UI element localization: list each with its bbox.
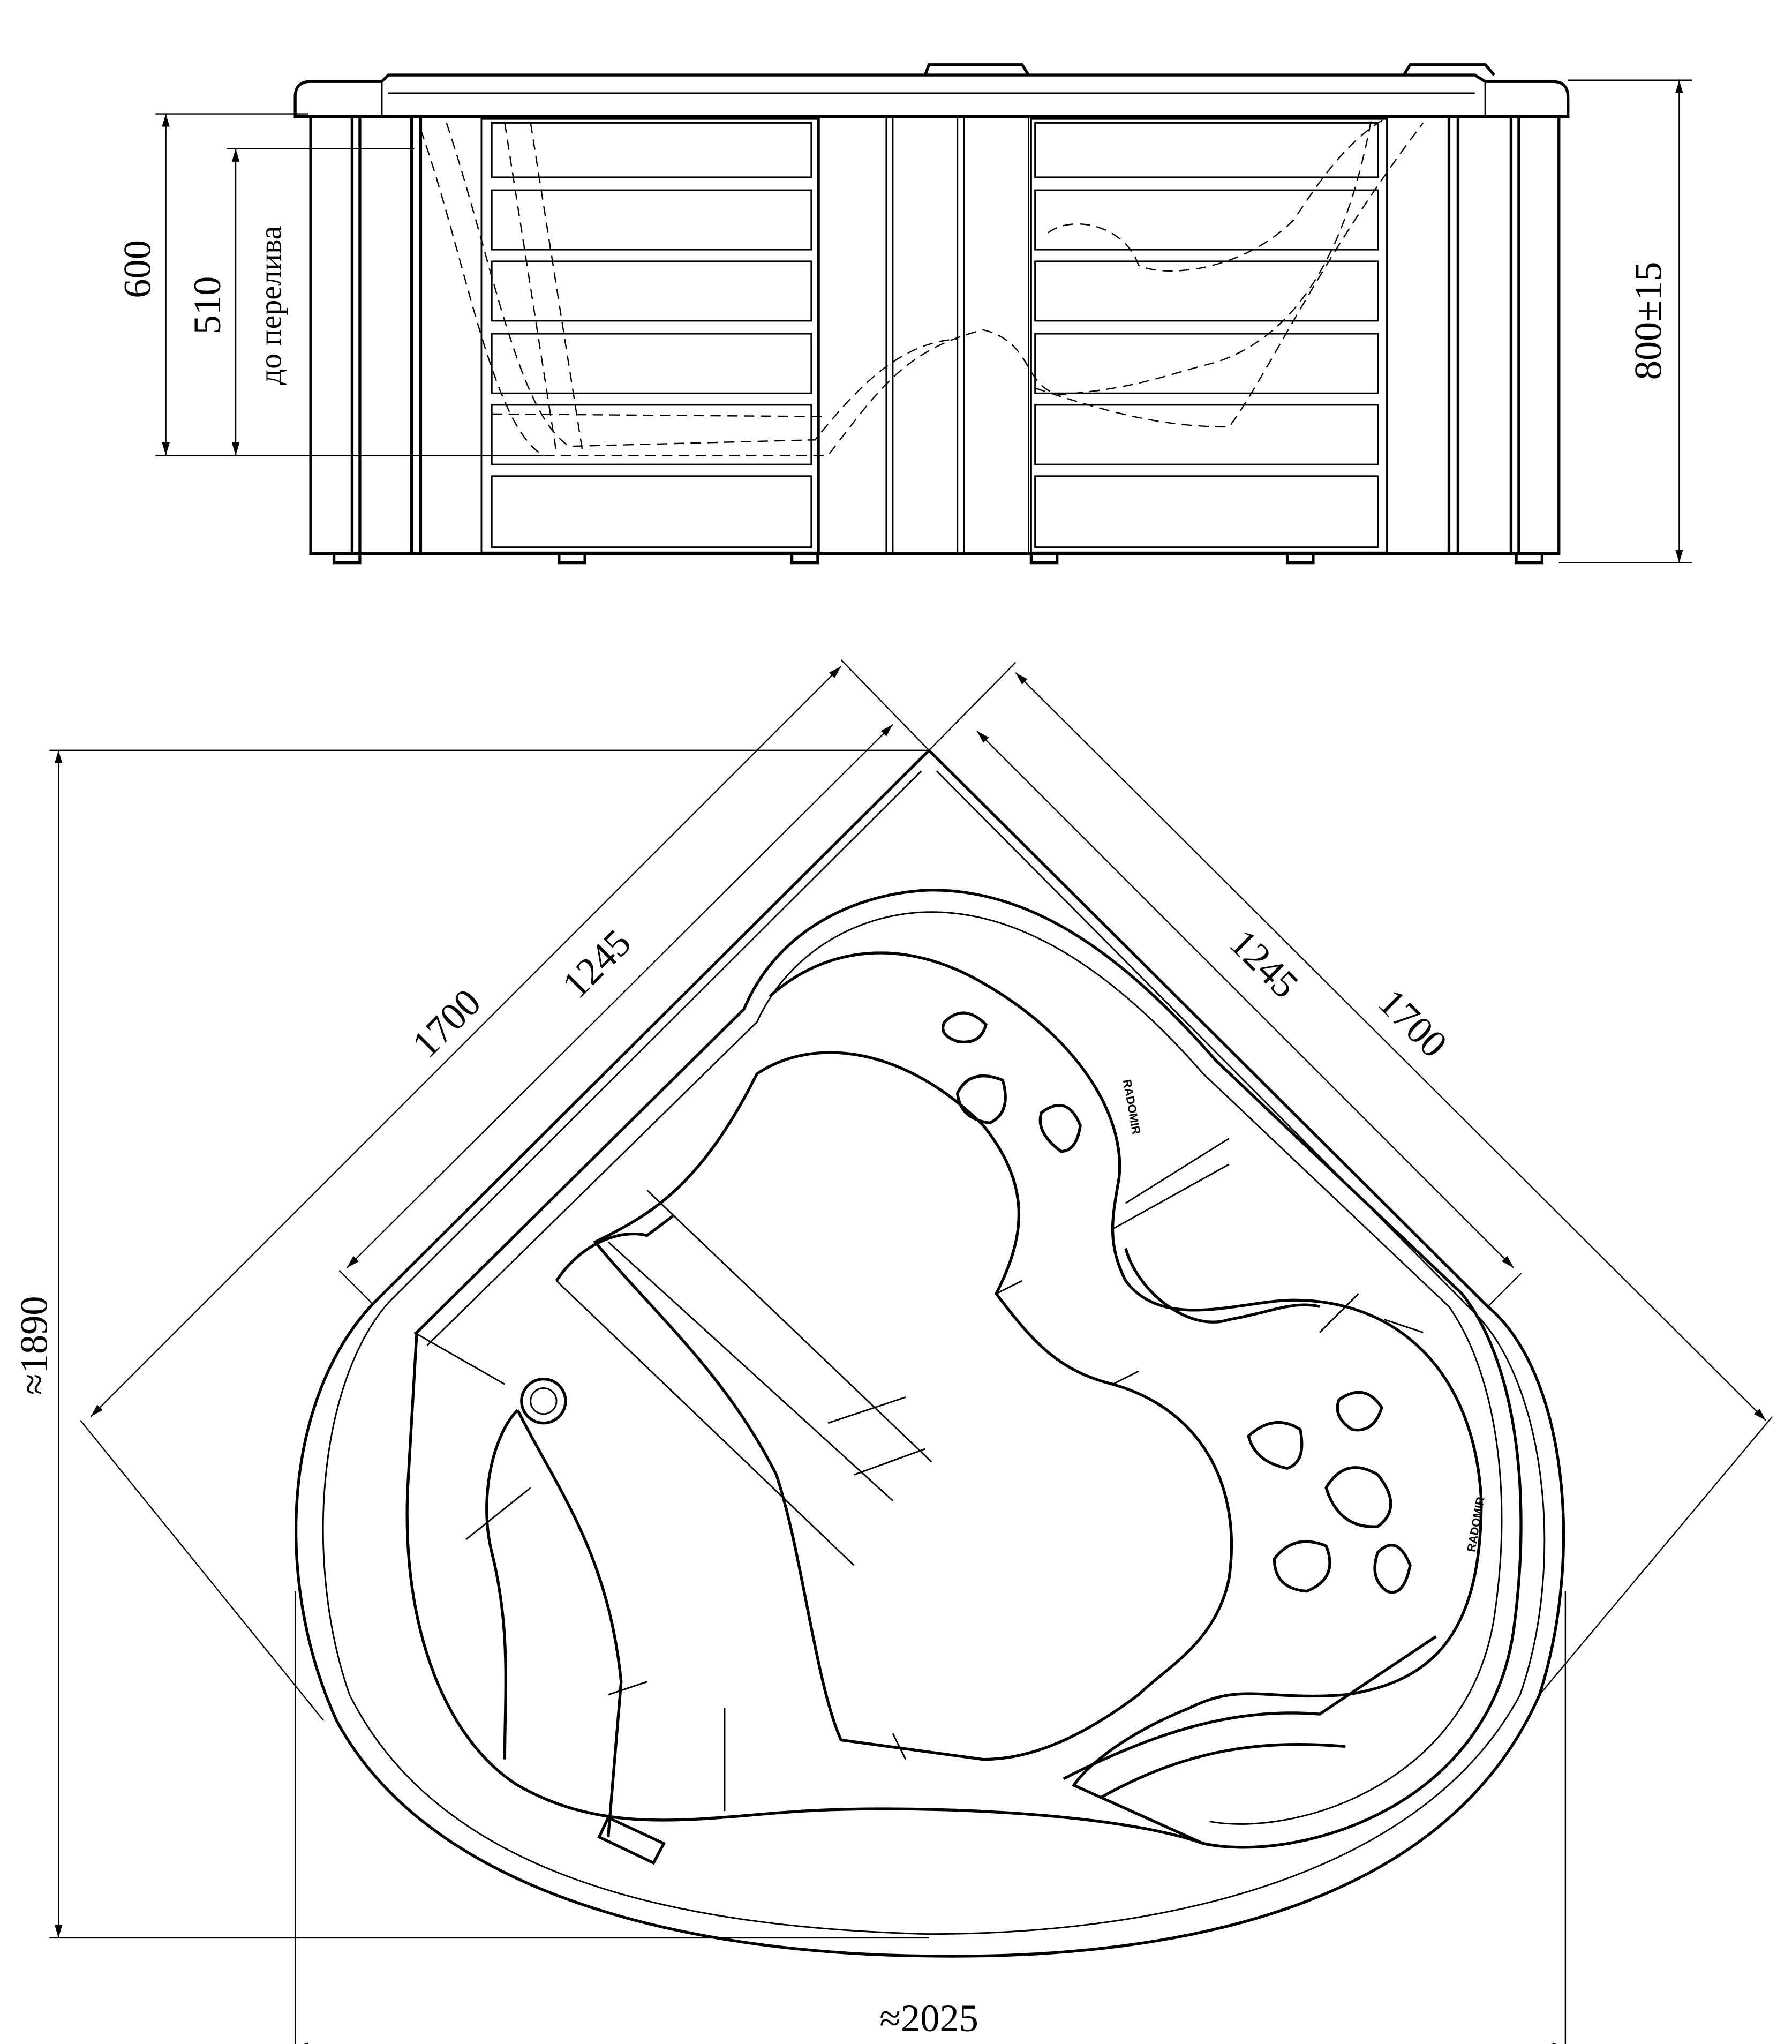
dim-depth: ≈1890 [12,1296,55,1395]
right-panel-slats [1030,118,1388,553]
dim-right-1700: 1700 [1370,980,1456,1066]
top-plan-view: RADOMIR RADOMIR 1700 1245 1245 1700 ≈189… [12,659,1773,2044]
dim-line-right-1700 [1015,672,1767,1421]
dim-line-left-1245 [346,724,893,1268]
overflow-label: до перелива [253,226,288,385]
dim-510: 510 [185,276,229,335]
dim-left-1700: 1700 [403,980,489,1066]
feet [332,552,1544,565]
headrest-jets [941,1011,1412,1594]
dim-line-left-1700 [90,665,842,1417]
dim-right-1245: 1245 [1222,921,1307,1006]
dim-800: 800±15 [1627,262,1670,380]
side-elevation-view: 600 510 до перелива 800±15 [116,63,1692,565]
hidden-tub-outline [420,118,1424,456]
logo-text-upper: RADOMIR [1120,1078,1143,1136]
dim-line-right-1245 [976,730,1515,1268]
left-panel-slats [480,118,819,553]
dim-left-1245: 1245 [554,921,639,1006]
dim-600: 600 [116,240,159,298]
logo-text-lower: RADOMIR [1464,1496,1487,1553]
dim-width: ≈2025 [879,1996,978,2040]
